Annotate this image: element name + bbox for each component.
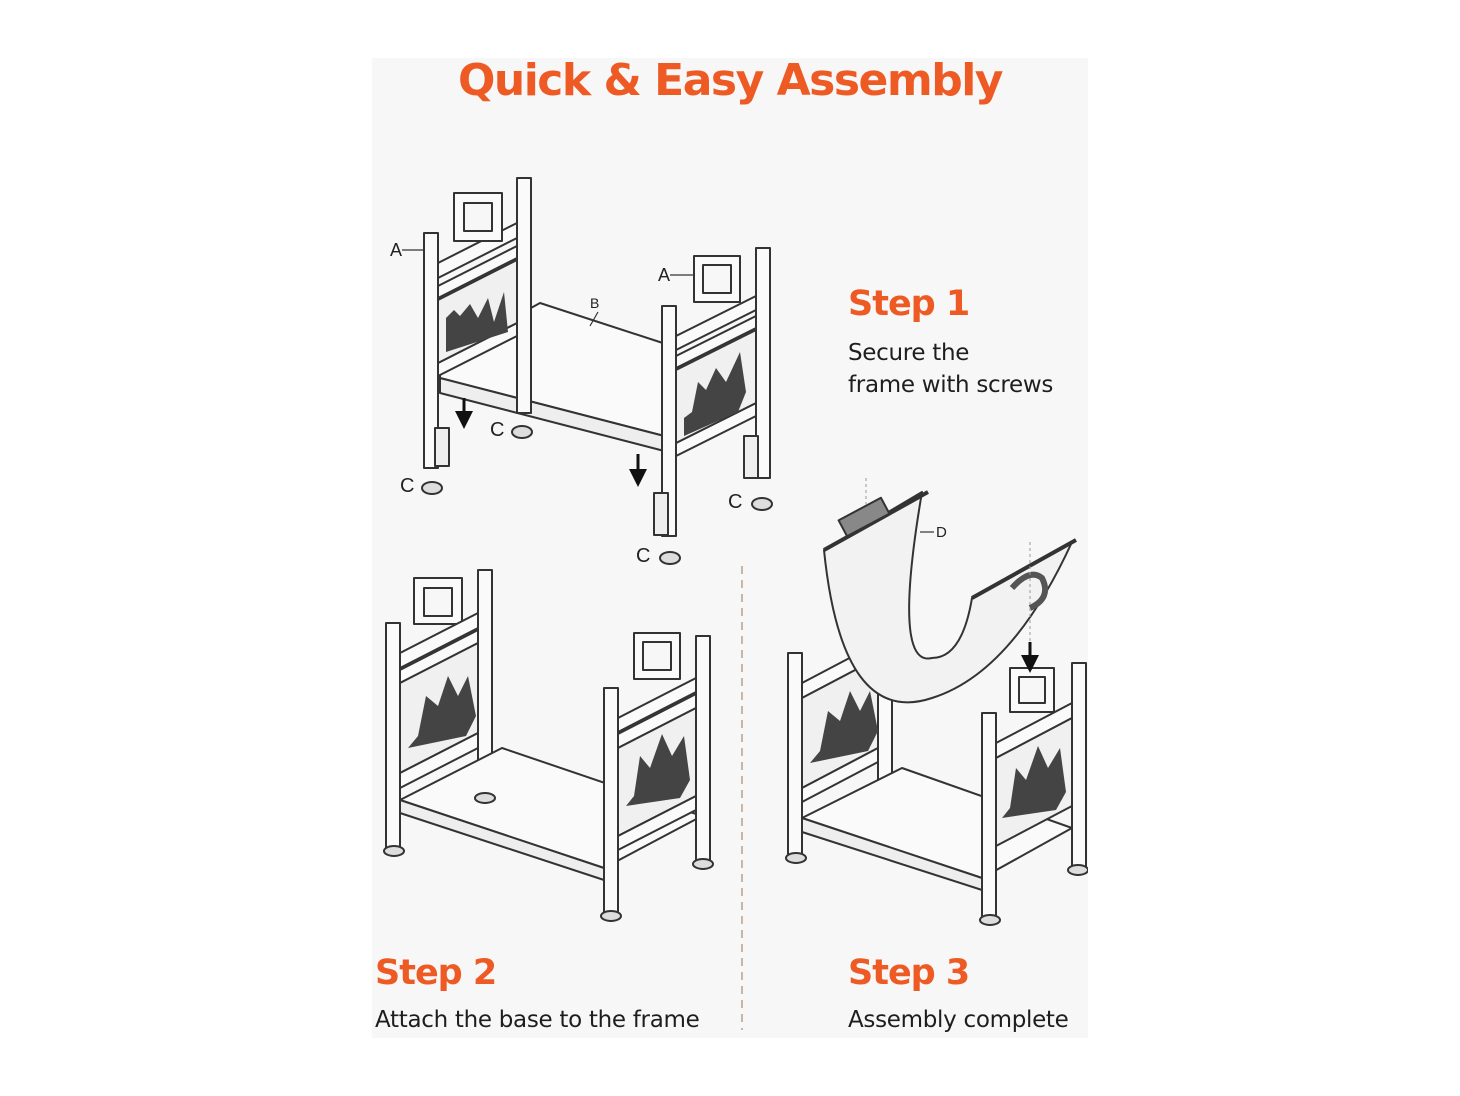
label-c-1: C	[400, 475, 414, 497]
part-labels: A A B C C C C	[390, 240, 742, 567]
step3-description: Assembly complete	[848, 1007, 1069, 1033]
deer-cutout	[446, 292, 508, 352]
step1-desc-line1: Secure the	[848, 340, 970, 366]
step2-description: Attach the base to the frame	[375, 1007, 700, 1033]
label-c-4: C	[728, 491, 742, 513]
label-d: D	[936, 524, 947, 541]
label-c-2: C	[490, 419, 504, 441]
step1-description: Secure the frame with screws	[848, 337, 1053, 401]
step2-illustration	[383, 569, 714, 922]
assembly-illustration: A A B C C C C	[383, 177, 1088, 1030]
canvas-sling	[823, 491, 1073, 704]
screw-feet	[421, 425, 773, 565]
label-c-3: C	[636, 545, 650, 567]
down-arrows	[455, 398, 647, 487]
step1-title: Step 1	[848, 284, 970, 324]
step1-illustration	[423, 177, 771, 537]
step3-title: Step 3	[848, 953, 970, 993]
label-a: A	[390, 240, 402, 260]
label-a-right: A	[658, 265, 670, 285]
assembly-panel: Quick & Easy Assembly	[372, 58, 1088, 1038]
label-b: B	[590, 295, 599, 311]
step2-title: Step 2	[375, 953, 497, 993]
step3-illustration	[785, 490, 1088, 926]
step1-desc-line2: frame with screws	[848, 372, 1054, 398]
page-title: Quick & Easy Assembly	[458, 55, 1003, 106]
